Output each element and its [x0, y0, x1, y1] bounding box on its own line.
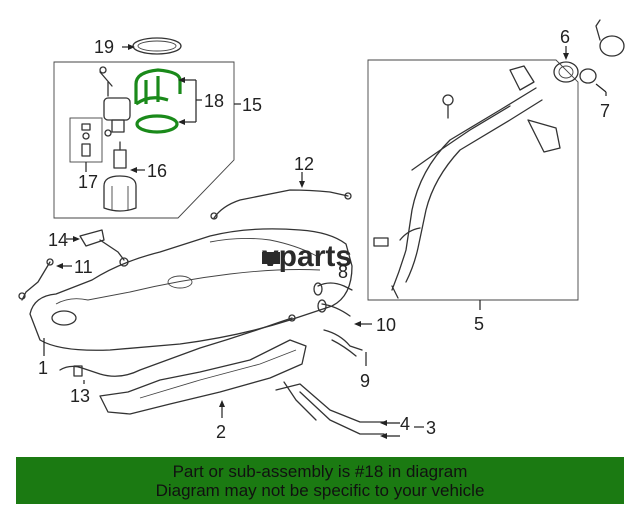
- callout-7: 7: [600, 101, 610, 121]
- part-13-line: [59, 314, 296, 377]
- part-12-vent-tube: [210, 189, 352, 220]
- callout-11: 11: [74, 257, 93, 277]
- vparts-watermark: vparts: [262, 240, 352, 273]
- callout-18: 18: [204, 91, 224, 111]
- part-4-straps: [275, 381, 385, 435]
- callout-4: 4: [400, 414, 410, 434]
- callout-12: 12: [294, 154, 314, 174]
- callout-3: 3: [426, 418, 436, 438]
- callout-2: 2: [216, 422, 226, 442]
- callout-16: 16: [147, 161, 167, 181]
- part-19-gasket: [132, 37, 182, 55]
- callout-15: 15: [242, 95, 262, 115]
- callout-6: 6: [560, 27, 570, 47]
- callout-8: 8: [338, 262, 348, 282]
- part-7-fuel-cap: [579, 19, 625, 84]
- callout-17: 17: [78, 172, 98, 192]
- callout-13: 13: [70, 386, 90, 406]
- part-2-protector: [99, 339, 307, 415]
- callout-18-bracket: [178, 77, 202, 125]
- part-6-cap-ring: [553, 61, 579, 83]
- bolt: [373, 237, 389, 247]
- assembly-notice-banner: Part or sub-assembly is #18 in diagram D…: [16, 457, 624, 504]
- fuel-filter-canister: [103, 175, 137, 212]
- part-8-hose: [313, 282, 353, 296]
- part-16-pump: [113, 141, 127, 169]
- callout-19: 19: [94, 37, 114, 57]
- fuel-pump-subassembly-box: [53, 61, 235, 219]
- part-11-strap: [18, 258, 54, 301]
- callout-14: 14: [48, 230, 68, 250]
- callout-9: 9: [360, 371, 370, 391]
- part-9-hose: [323, 329, 363, 357]
- part-1-fuel-tank: [29, 228, 353, 351]
- parts-diagram: 19 15 18 17: [18, 19, 625, 442]
- fuel-pump-bracket: [99, 66, 131, 137]
- part-10-hose: [317, 299, 351, 317]
- banner-line-1: Part or sub-assembly is #18 in diagram: [172, 461, 468, 481]
- filler-pipe-box: [367, 59, 579, 301]
- banner-line-2: Diagram may not be specific to your vehi…: [155, 480, 485, 500]
- watermark-text: vparts: [262, 240, 352, 273]
- part-18-highlighted: [134, 68, 182, 134]
- callout-1: 1: [38, 358, 48, 378]
- part-5-filler-pipe: [391, 65, 561, 299]
- callout-10: 10: [376, 315, 396, 335]
- callout-5: 5: [474, 314, 484, 334]
- part-17-kit: [69, 117, 103, 163]
